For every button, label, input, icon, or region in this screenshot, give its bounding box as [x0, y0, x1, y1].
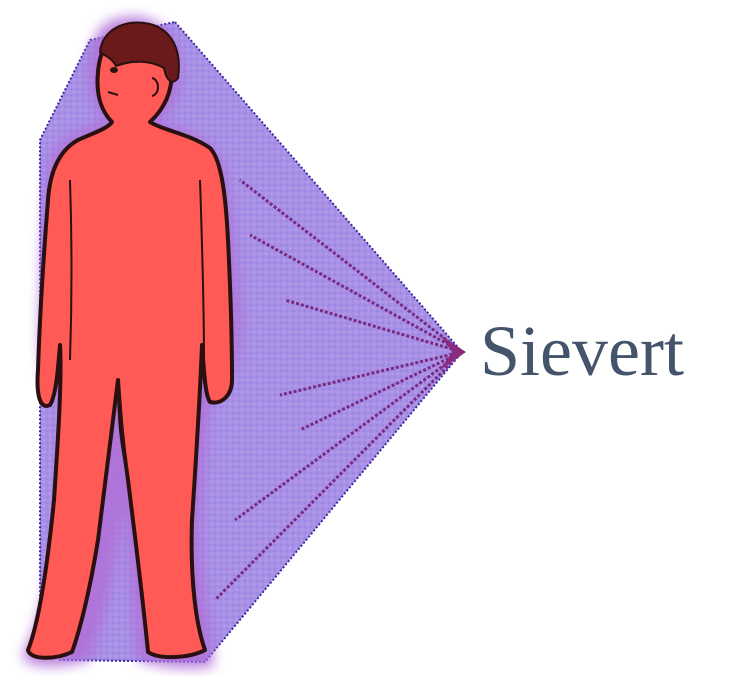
eye	[110, 67, 118, 73]
unit-label-sievert: Sievert	[480, 315, 684, 387]
